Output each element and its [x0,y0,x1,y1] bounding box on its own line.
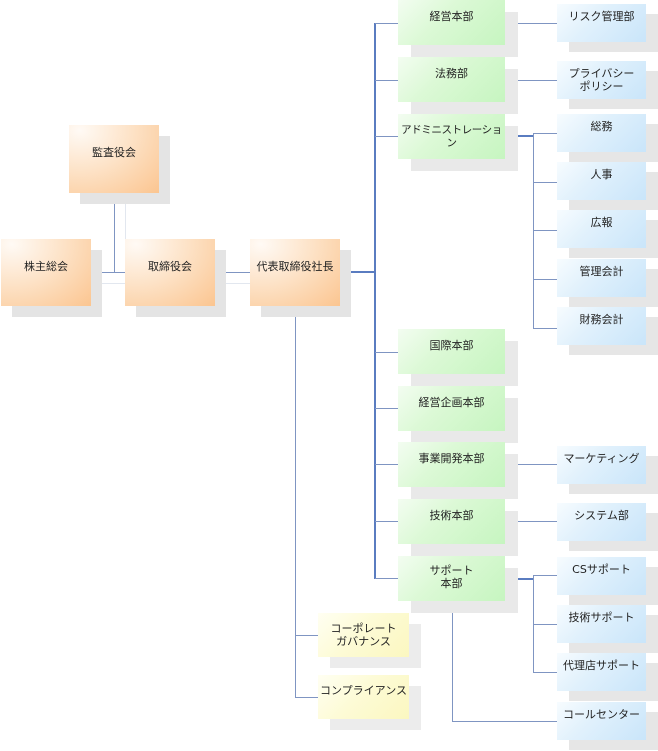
node-division[interactable]: アドミニストレーション [398,114,505,159]
connector-dept-branch [505,23,557,24]
node-division[interactable]: 事業開発本部 [398,442,505,487]
connector-dept-branch [533,328,557,329]
connector-admin-trunk [533,133,534,329]
connector-board-to-ceo [215,272,250,273]
connector-dept-branch [505,521,557,522]
node-department[interactable]: CSサポート [557,557,646,595]
connector-shareholders-to-board [91,272,125,273]
connector-staff-branch [295,635,318,636]
node-division[interactable]: 経営本部 [398,0,505,45]
connector-division-branch [375,464,398,465]
connector-division-branch [375,23,398,24]
connector-dept-branch [505,464,557,465]
connector-division-branch [375,578,398,579]
node-division[interactable]: サポート 本部 [398,556,505,601]
node-division[interactable]: 国際本部 [398,329,505,374]
node-department[interactable]: 財務会計 [557,307,646,345]
connector-dept-branch [533,182,557,183]
connector-admin-to-depts [505,135,534,137]
node-department[interactable]: 技術サポート [557,605,646,643]
node-audit-board[interactable]: 監査役会 [69,125,159,193]
node-department[interactable]: システム部 [557,503,646,541]
connector-dept-branch [533,672,557,673]
connector-dept-branch [533,624,557,625]
node-department[interactable]: 代理店サポート [557,653,646,691]
node-staff-corporate-governance[interactable]: コーポレート ガバナンス [318,613,409,657]
connector-ceo-to-trunk [340,271,376,273]
connector-dept-branch [533,133,557,134]
connector-ceo-to-staff [295,306,296,698]
node-department[interactable]: プライバシー ポリシー [557,61,646,99]
node-department[interactable]: 広報 [557,210,646,248]
connector-division-branch [375,521,398,522]
connector-dept-branch [533,575,557,576]
connector-dept-branch [452,721,557,722]
node-department[interactable]: マーケティング [557,446,646,484]
node-division[interactable]: 経営企画本部 [398,386,505,431]
node-department[interactable]: リスク管理部 [557,4,646,42]
node-department[interactable]: 総務 [557,114,646,152]
connector-staff-branch [295,697,318,698]
connector-division-branch [375,136,398,137]
connector-division-branch [375,408,398,409]
connector-dept-branch [505,80,557,81]
connector-support-to-callcenter [452,601,453,721]
node-department[interactable]: コールセンター [557,702,646,740]
node-department[interactable]: 管理会計 [557,259,646,297]
connector-dept-branch [533,279,557,280]
connector-dept-branch [533,230,557,231]
connector-division-branch [375,80,398,81]
connector-shadow [226,283,250,284]
node-division[interactable]: 技術本部 [398,499,505,544]
node-division[interactable]: 法務部 [398,57,505,102]
connector-division-branch [375,352,398,353]
connector-division-trunk [374,23,376,579]
connector-support-to-depts [505,578,534,580]
node-department[interactable]: 人事 [557,162,646,200]
connector-shadow [102,283,125,284]
node-ceo[interactable]: 代表取締役社長 [250,239,340,306]
node-staff-compliance[interactable]: コンプライアンス [318,675,409,719]
connector-audit-to-board [114,193,115,272]
node-shareholders-meeting[interactable]: 株主総会 [1,239,91,306]
node-board-of-directors[interactable]: 取締役会 [125,239,215,306]
